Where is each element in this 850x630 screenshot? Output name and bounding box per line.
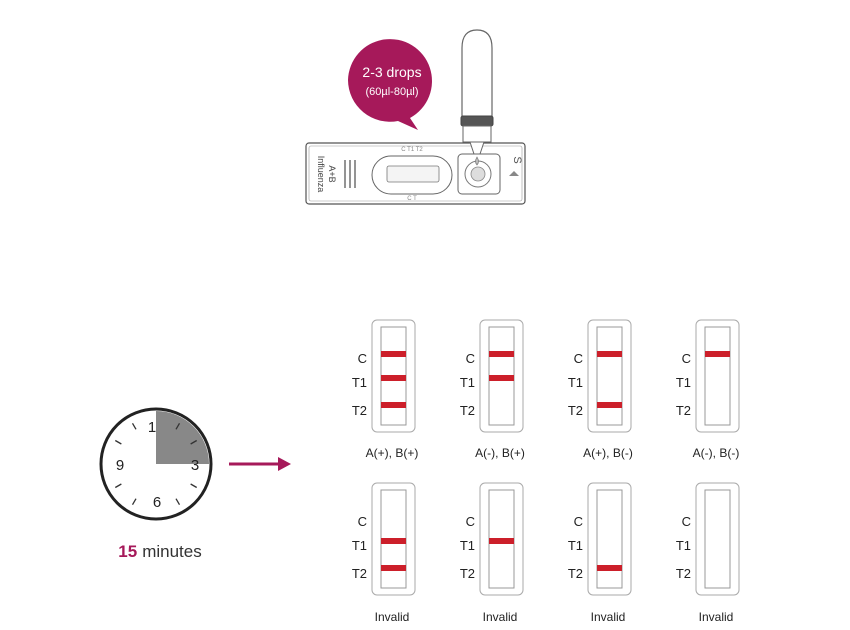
dose-bubble: 2-3 drops (60µl-80µl) [348, 39, 432, 131]
result-line-t1 [381, 375, 406, 381]
result-line-c [489, 351, 514, 357]
timer-clock: 1 3 6 9 [99, 407, 213, 521]
clock-tick [190, 483, 198, 489]
strip-label-t2: T2 [460, 566, 475, 581]
strip-window [704, 489, 731, 589]
clock-tick [131, 498, 137, 506]
strip-label-t2: T2 [568, 403, 583, 418]
well-mark: S [511, 156, 523, 163]
bubble-line-1: 2-3 drops [362, 64, 421, 80]
result-line-t1 [489, 538, 514, 544]
strip-label-c: C [358, 351, 367, 366]
clock-tick [114, 483, 122, 489]
strip-label-c: C [682, 514, 691, 529]
result-line-c [705, 351, 730, 357]
result-label: A(-), B(+) [475, 446, 525, 460]
result-line-t2 [597, 402, 622, 408]
strip-label-t1: T1 [460, 538, 475, 553]
arrow-right-icon [229, 457, 291, 471]
strip-label-c: C [466, 514, 475, 529]
result-line-t1 [381, 538, 406, 544]
strip-label-t2: T2 [676, 566, 691, 581]
bubble-line-2: (60µl-80µl) [365, 86, 418, 98]
strip-label-t1: T1 [568, 375, 583, 390]
result-line-t1 [489, 375, 514, 381]
clock-tick [190, 439, 198, 445]
result-label: A(+), B(+) [366, 446, 419, 460]
grip-ridges [344, 160, 356, 188]
clock-number-3: 3 [191, 457, 199, 474]
strip-label-c: C [358, 514, 367, 529]
clock-number-12: 1 [148, 419, 156, 436]
strip-label-t1: T1 [676, 538, 691, 553]
result-label: A(+), B(-) [583, 446, 633, 460]
clock-tick [175, 498, 181, 506]
window-bottom-marks: C T [407, 196, 417, 202]
cassette-subname: A+B [327, 165, 337, 182]
strip-label-t2: T2 [352, 403, 367, 418]
result-line-c [381, 351, 406, 357]
minutes-label: minutes [142, 542, 202, 561]
cassette-name: Influenza [316, 156, 326, 193]
strip-label-t2: T2 [568, 566, 583, 581]
result-line-c [597, 351, 622, 357]
result-label: Invalid [375, 610, 410, 624]
clock-tick [114, 439, 122, 445]
clock-ticks [114, 422, 198, 506]
strip-label-c: C [682, 351, 691, 366]
strip-label-t1: T1 [460, 375, 475, 390]
result-line-t2 [381, 565, 406, 571]
strip-label-c: C [574, 351, 583, 366]
result-label: A(-), B(-) [693, 446, 740, 460]
clock-number-9: 9 [116, 457, 124, 474]
drop-icon [475, 156, 479, 166]
strip-window [704, 326, 731, 426]
elapsed-wedge [156, 411, 209, 464]
cassette-illustration: Influenza A+B C T1 T2 C T S [305, 142, 526, 205]
result-label: Invalid [483, 610, 518, 624]
strip-window [596, 326, 623, 426]
window-top-marks: C T1 T2 [401, 147, 423, 153]
result-line-t2 [597, 565, 622, 571]
result-label: Invalid [699, 610, 734, 624]
strip-label-t2: T2 [352, 566, 367, 581]
clock-tick [175, 422, 181, 430]
strip-label-t2: T2 [460, 403, 475, 418]
strip-window [596, 489, 623, 589]
strip-label-t1: T1 [676, 375, 691, 390]
clock-number-6: 6 [153, 494, 161, 511]
result-label: Invalid [591, 610, 626, 624]
strip-label-c: C [466, 351, 475, 366]
arrow-icon [509, 171, 519, 176]
strip-label-c: C [574, 514, 583, 529]
strip-label-t1: T1 [352, 538, 367, 553]
minutes-value: 15 [118, 542, 137, 561]
strip-label-t2: T2 [676, 403, 691, 418]
strip-label-t1: T1 [568, 538, 583, 553]
strip-label-t1: T1 [352, 375, 367, 390]
result-line-t2 [381, 402, 406, 408]
clock-tick [131, 422, 137, 430]
dropper-bottle [460, 29, 494, 166]
minutes-caption: 15 minutes [118, 542, 201, 561]
